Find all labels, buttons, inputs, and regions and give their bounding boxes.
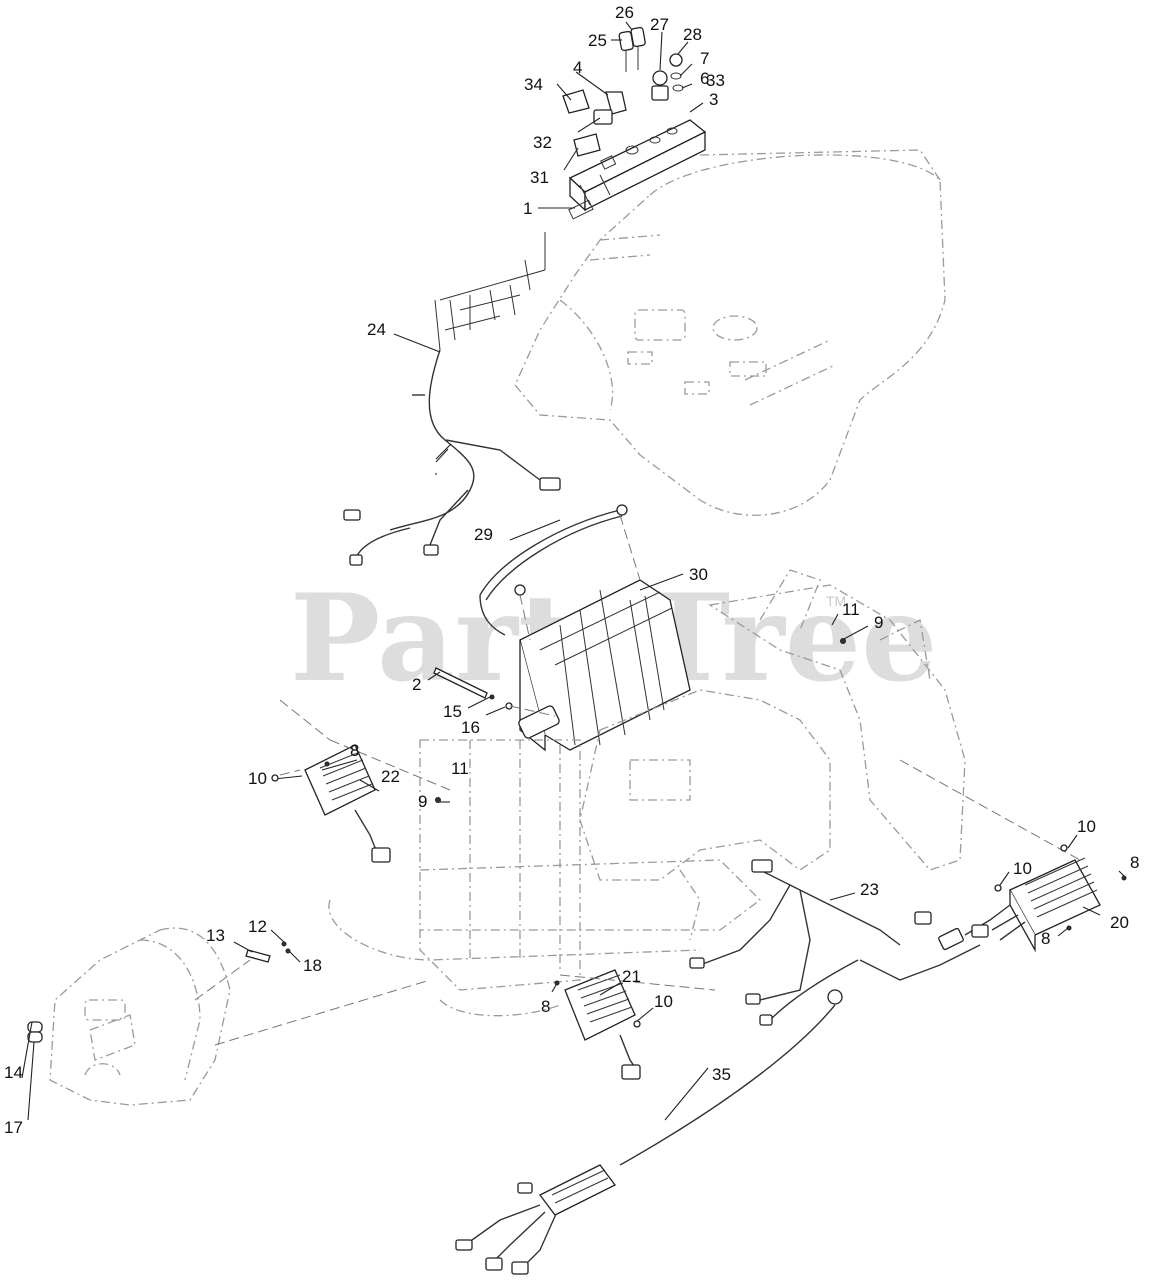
callout-17: 17 <box>4 1118 23 1137</box>
callout-12: 12 <box>248 917 267 936</box>
callout-7: 7 <box>700 49 709 68</box>
callout-16: 16 <box>461 718 480 737</box>
callout-28: 28 <box>683 25 702 44</box>
callout-13: 13 <box>206 926 225 945</box>
callout-6: 6 <box>700 69 709 88</box>
callout-20: 20 <box>1110 913 1129 932</box>
motor-controller-22 <box>279 699 451 863</box>
callout-1: 1 <box>523 199 532 218</box>
callout-15: 15 <box>443 702 462 721</box>
hardware-12-13-18 <box>27 941 291 1043</box>
callout-35: 35 <box>712 1065 731 1084</box>
wire-harness-24 <box>343 232 561 566</box>
callout-4: 4 <box>573 58 582 77</box>
control-panel-assembly <box>562 26 707 220</box>
motor-controller-21 <box>559 969 716 1080</box>
battery-charger-35 <box>455 989 843 1275</box>
callout-2: 2 <box>412 675 421 694</box>
callout-10-right-top: 10 <box>1077 817 1096 836</box>
wire-harness-23 <box>689 859 981 1026</box>
callout-11-upper: 11 <box>842 600 860 619</box>
callout-labels: 26 25 27 28 4 7 6 34 33 3 32 31 1 24 29 … <box>4 3 1139 1137</box>
leader-lines <box>21 21 1127 1121</box>
callout-18: 18 <box>303 956 322 975</box>
callout-27: 27 <box>650 15 669 34</box>
callout-32: 32 <box>533 133 552 152</box>
callout-21: 21 <box>622 967 641 986</box>
callout-10-right-mid: 10 <box>1013 859 1032 878</box>
bolt-2-hardware <box>433 667 556 717</box>
callout-8-right-bottom: 8 <box>1041 929 1050 948</box>
rear-cover-ghost <box>49 927 431 1106</box>
callout-26: 26 <box>615 3 634 22</box>
callout-3: 3 <box>709 90 718 109</box>
watermark-trademark: TM <box>826 593 846 609</box>
callout-31: 31 <box>530 168 549 187</box>
callout-33: 33 <box>706 71 725 90</box>
callout-9-mid: 9 <box>418 792 427 811</box>
callout-9-upper: 9 <box>874 613 883 632</box>
main-frame-ghost <box>328 569 966 1017</box>
callout-22: 22 <box>381 767 400 786</box>
callout-24: 24 <box>367 320 386 339</box>
motor-controller-20 <box>899 759 1101 953</box>
callout-29: 29 <box>474 525 493 544</box>
callout-8-lower-mid: 8 <box>541 997 550 1016</box>
callout-25: 25 <box>588 31 607 50</box>
callout-14: 14 <box>4 1063 23 1082</box>
callout-8-left: 8 <box>350 741 359 760</box>
battery-cable-29 <box>479 504 641 641</box>
callout-34: 34 <box>524 75 543 94</box>
callout-8-right-top: 8 <box>1130 853 1139 872</box>
callout-10-left: 10 <box>248 769 267 788</box>
body-shroud-ghost <box>514 149 946 516</box>
callout-23: 23 <box>860 880 879 899</box>
callout-10-lower-mid: 10 <box>654 992 673 1011</box>
callout-11-mid: 11 <box>451 759 469 778</box>
callout-30: 30 <box>689 565 708 584</box>
battery-pack-30 <box>518 579 691 752</box>
